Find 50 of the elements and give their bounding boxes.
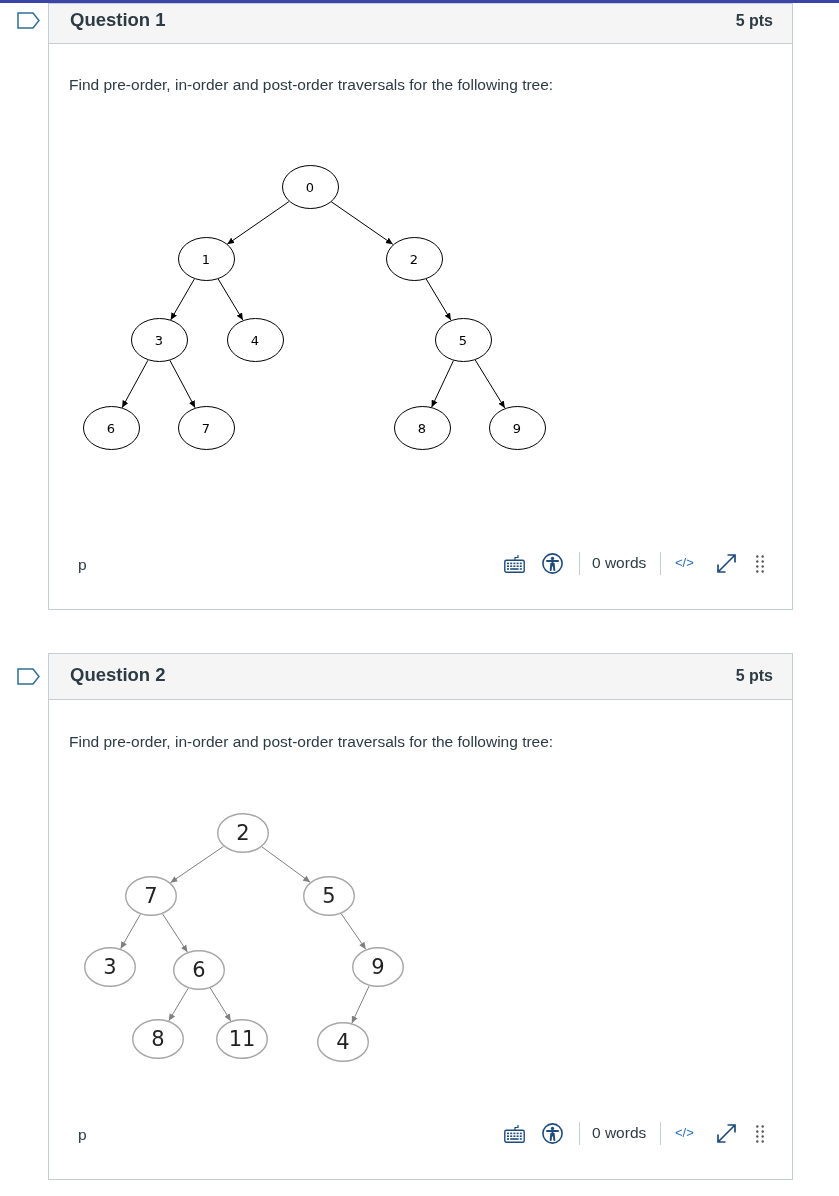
arrow <box>168 987 189 1022</box>
element-path: p <box>78 1125 87 1145</box>
tree-node: 11 <box>216 1019 268 1059</box>
tree-node: 4 <box>317 1022 369 1062</box>
tree-node: 2 <box>217 813 269 853</box>
arrow <box>169 845 225 884</box>
tree-node: 5 <box>434 318 492 362</box>
word-count: 0 words <box>592 1123 647 1143</box>
points-label: 5 pts <box>735 666 773 686</box>
arrow <box>226 201 290 245</box>
tree-node: 8 <box>132 1019 184 1059</box>
tree-node: 6 <box>82 406 140 450</box>
arrow <box>170 278 195 321</box>
tree-node: 7 <box>177 406 235 450</box>
code-view-button: </> <box>675 555 694 571</box>
points-label: 5 pts <box>735 11 773 31</box>
arrow <box>425 278 452 321</box>
arrow <box>474 359 506 409</box>
question-card <box>48 3 793 610</box>
question-card <box>48 653 793 1180</box>
arrow <box>217 278 244 321</box>
tree-node: 4 <box>226 318 284 362</box>
tree-node: 8 <box>393 406 451 450</box>
tree-node: 0 <box>281 165 339 209</box>
tree-node: 5 <box>303 876 355 916</box>
tree-node: 3 <box>130 318 188 362</box>
arrow <box>209 987 232 1022</box>
question-title: Question 2 <box>70 664 166 686</box>
element-path: p <box>78 555 87 575</box>
tree-node: 9 <box>488 406 546 450</box>
question-text: Find pre-order, in-order and post-order traversals for the following tree: <box>69 75 554 95</box>
tree-node: 6 <box>173 950 225 990</box>
arrow <box>169 359 196 409</box>
question-title: Question 1 <box>70 9 166 31</box>
code-view-button: </> <box>675 1125 694 1141</box>
arrow <box>340 913 367 950</box>
arrow <box>351 985 370 1024</box>
arrow <box>431 360 454 408</box>
tree-node: 1 <box>177 237 235 281</box>
tree-node: 7 <box>125 876 177 916</box>
arrow <box>330 201 394 245</box>
arrow <box>261 846 311 883</box>
question-text: Find pre-order, in-order and post-order traversals for the following tree: <box>69 732 554 752</box>
tree-node: 9 <box>352 947 404 987</box>
word-count: 0 words <box>592 553 647 573</box>
tree-node: 3 <box>84 947 136 987</box>
arrow <box>162 913 188 953</box>
arrow <box>121 359 149 409</box>
arrow <box>120 913 141 950</box>
tree-node: 2 <box>385 237 443 281</box>
